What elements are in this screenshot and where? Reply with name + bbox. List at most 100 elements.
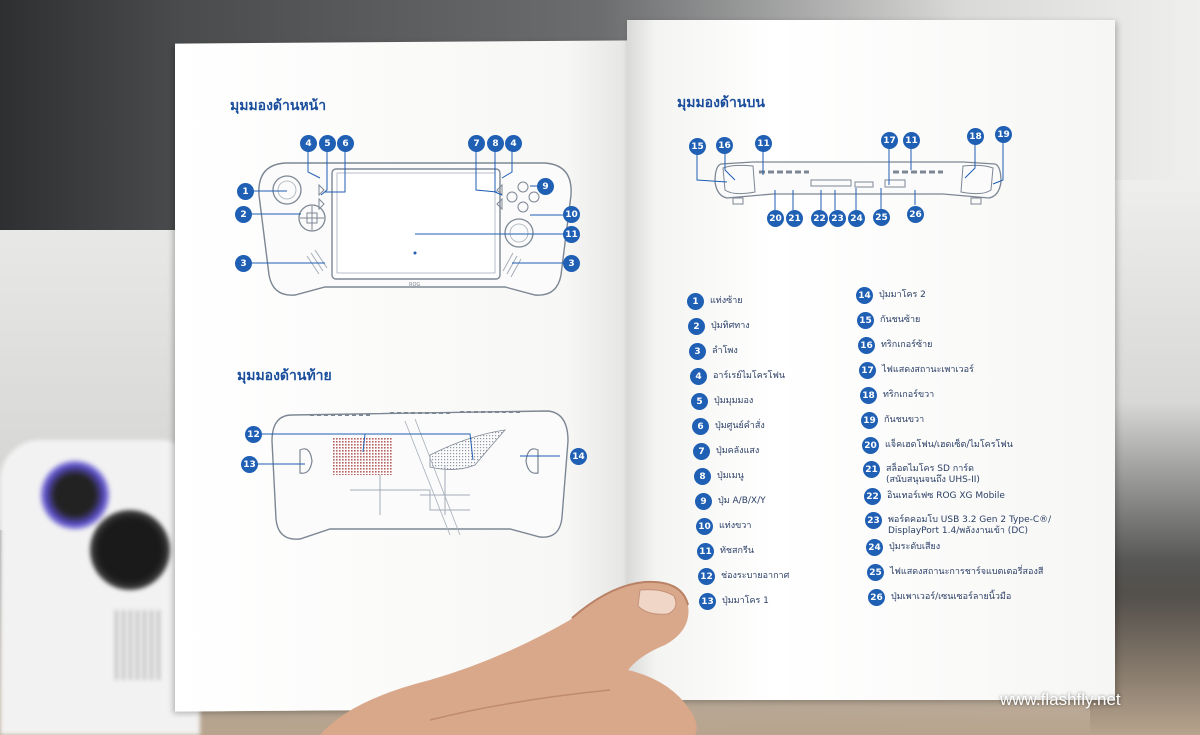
callout-badge: 25 [873,209,890,226]
legend-item: 9 ปุ่ม A/B/X/Y [695,493,766,510]
legend-text: ไฟแสดงสถานะเพาเวอร์ [882,365,974,375]
legend-badge: 17 [859,362,876,379]
legend-text: ปุ่มทิศทาง [711,321,750,331]
legend-item: 17 ไฟแสดงสถานะเพาเวอร์ [859,362,974,379]
legend-badge: 9 [695,493,712,510]
callout-badge: 11 [563,226,580,243]
legend-text: ปุ่มมุมมอง [714,396,754,406]
legend-badge: 8 [694,468,711,485]
callout-badge: 13 [241,456,258,473]
legend-item: 26 ปุ่มเพาเวอร์/เซนเซอร์ลายนิ้วมือ [868,589,1011,606]
callout-badge: 16 [716,137,733,154]
legend-badge: 23 [865,512,882,529]
callout-badge: 23 [829,210,846,227]
callout-badge: 22 [811,210,828,227]
top-view-heading: มุมมองด้านบน [677,95,765,111]
legend-badge: 2 [688,318,705,335]
watermark: www.flashfly.net [1000,690,1121,709]
callout-badge: 20 [767,210,784,227]
callout-badge: 3 [235,255,252,272]
callout-badge: 1 [237,183,254,200]
legend-badge: 20 [862,437,879,454]
legend-item: 6 ปุ่มศูนย์คำสั่ง [692,418,765,435]
callout-badge: 6 [337,135,354,152]
callout-badge: 24 [848,210,865,227]
callout-badge: 5 [319,135,336,152]
rear-callout-lines [257,433,560,465]
legend-item: 4 อาร์เรย์ไมโครโฟน [690,368,785,385]
legend-text: อินเทอร์เฟซ ROG XG Mobile [887,491,1005,501]
legend-text: ปุ่ม A/B/X/Y [718,496,766,506]
callout-badge: 19 [995,126,1012,143]
legend-item: 8 ปุ่มเมนู [694,468,744,485]
console-left-stick [40,460,110,530]
legend-text: พอร์ตคอมโบ USB 3.2 Gen 2 Type-C®/ [888,515,1052,525]
legend-item: 24 ปุ่มระดับเสียง [866,539,940,556]
console-speaker-grille [115,610,160,680]
callout-badge: 4 [505,135,522,152]
callout-badge: 10 [563,206,580,223]
legend-text: ปุ่มคลังแสง [716,446,760,456]
legend-badge: 24 [866,539,883,556]
legend-badge: 4 [690,368,707,385]
legend-badge: 6 [692,418,709,435]
blurred-console [0,440,200,735]
legend-badge: 3 [689,343,706,360]
screen-brand: ROG [409,282,420,288]
legend-text: ทัชสกรีน [720,546,754,556]
callout-badge: 8 [487,135,504,152]
legend-item: 20 แจ็คเฮดโฟน/เฮดเซ็ต/ไมโครโฟน [862,437,1013,454]
callout-badge: 26 [907,206,924,223]
legend-badge: 19 [861,412,878,429]
legend-text: แท่งขวา [719,521,752,531]
legend-badge: 16 [858,337,875,354]
callout-badge: 21 [786,210,803,227]
callout-badge: 4 [300,135,317,152]
legend-text: ไฟแสดงสถานะการชาร์จแบตเตอรี่สองสี [890,567,1044,577]
legend-badge: 26 [868,589,885,606]
callout-badge: 9 [537,178,554,195]
rear-view-diagram [271,410,569,540]
legend-text: ปุ่มศูนย์คำสั่ง [715,421,765,431]
legend-badge: 13 [699,593,716,610]
legend-badge: 22 [864,488,881,505]
legend-text: ช่องระบายอากาศ [721,571,790,581]
callout-badge: 7 [468,135,485,152]
legend-item: 7 ปุ่มคลังแสง [693,443,759,460]
front-view-heading: มุมมองด้านหน้า [230,98,327,114]
front-view-diagram: ROG [258,162,572,296]
legend-text: ปุ่มเมนู [717,471,744,481]
callout-badge: 15 [689,138,706,155]
legend-text: กันชนซ้าย [880,315,921,325]
manual-booklet: มุมมองด้านหน้า ROG [175,20,1115,712]
legend-text: สล็อตไมโคร SD การ์ด [886,464,974,474]
front-callout-lines [251,151,565,264]
legend-text: ปุ่มระดับเสียง [889,542,941,552]
legend-text: ปุ่มเพาเวอร์/เซนเซอร์ลายนิ้วมือ [891,592,1012,602]
legend-text: ปุ่มมาโคร 1 [722,596,769,606]
holding-hand [320,580,697,735]
rear-view-heading: มุมมองด้านท้าย [237,368,332,384]
legend-text: ทริกเกอร์ขวา [883,390,935,400]
callout-badge: 11 [903,132,920,149]
callout-badge: 12 [245,426,262,443]
legend-text: อาร์เรย์ไมโครโฟน [713,371,785,381]
callout-badge: 2 [235,206,252,223]
legend-item: 2 ปุ่มทิศทาง [688,318,750,335]
legend-badge: 1 [687,293,704,310]
legend-item: 13 ปุ่มมาโคร 1 [699,593,769,610]
legend-badge: 25 [867,564,884,581]
callout-badge: 14 [570,448,587,465]
legend-text: แจ็คเฮดโฟน/เฮดเซ็ต/ไมโครโฟน [885,440,1013,450]
legend-badge: 7 [693,443,710,460]
